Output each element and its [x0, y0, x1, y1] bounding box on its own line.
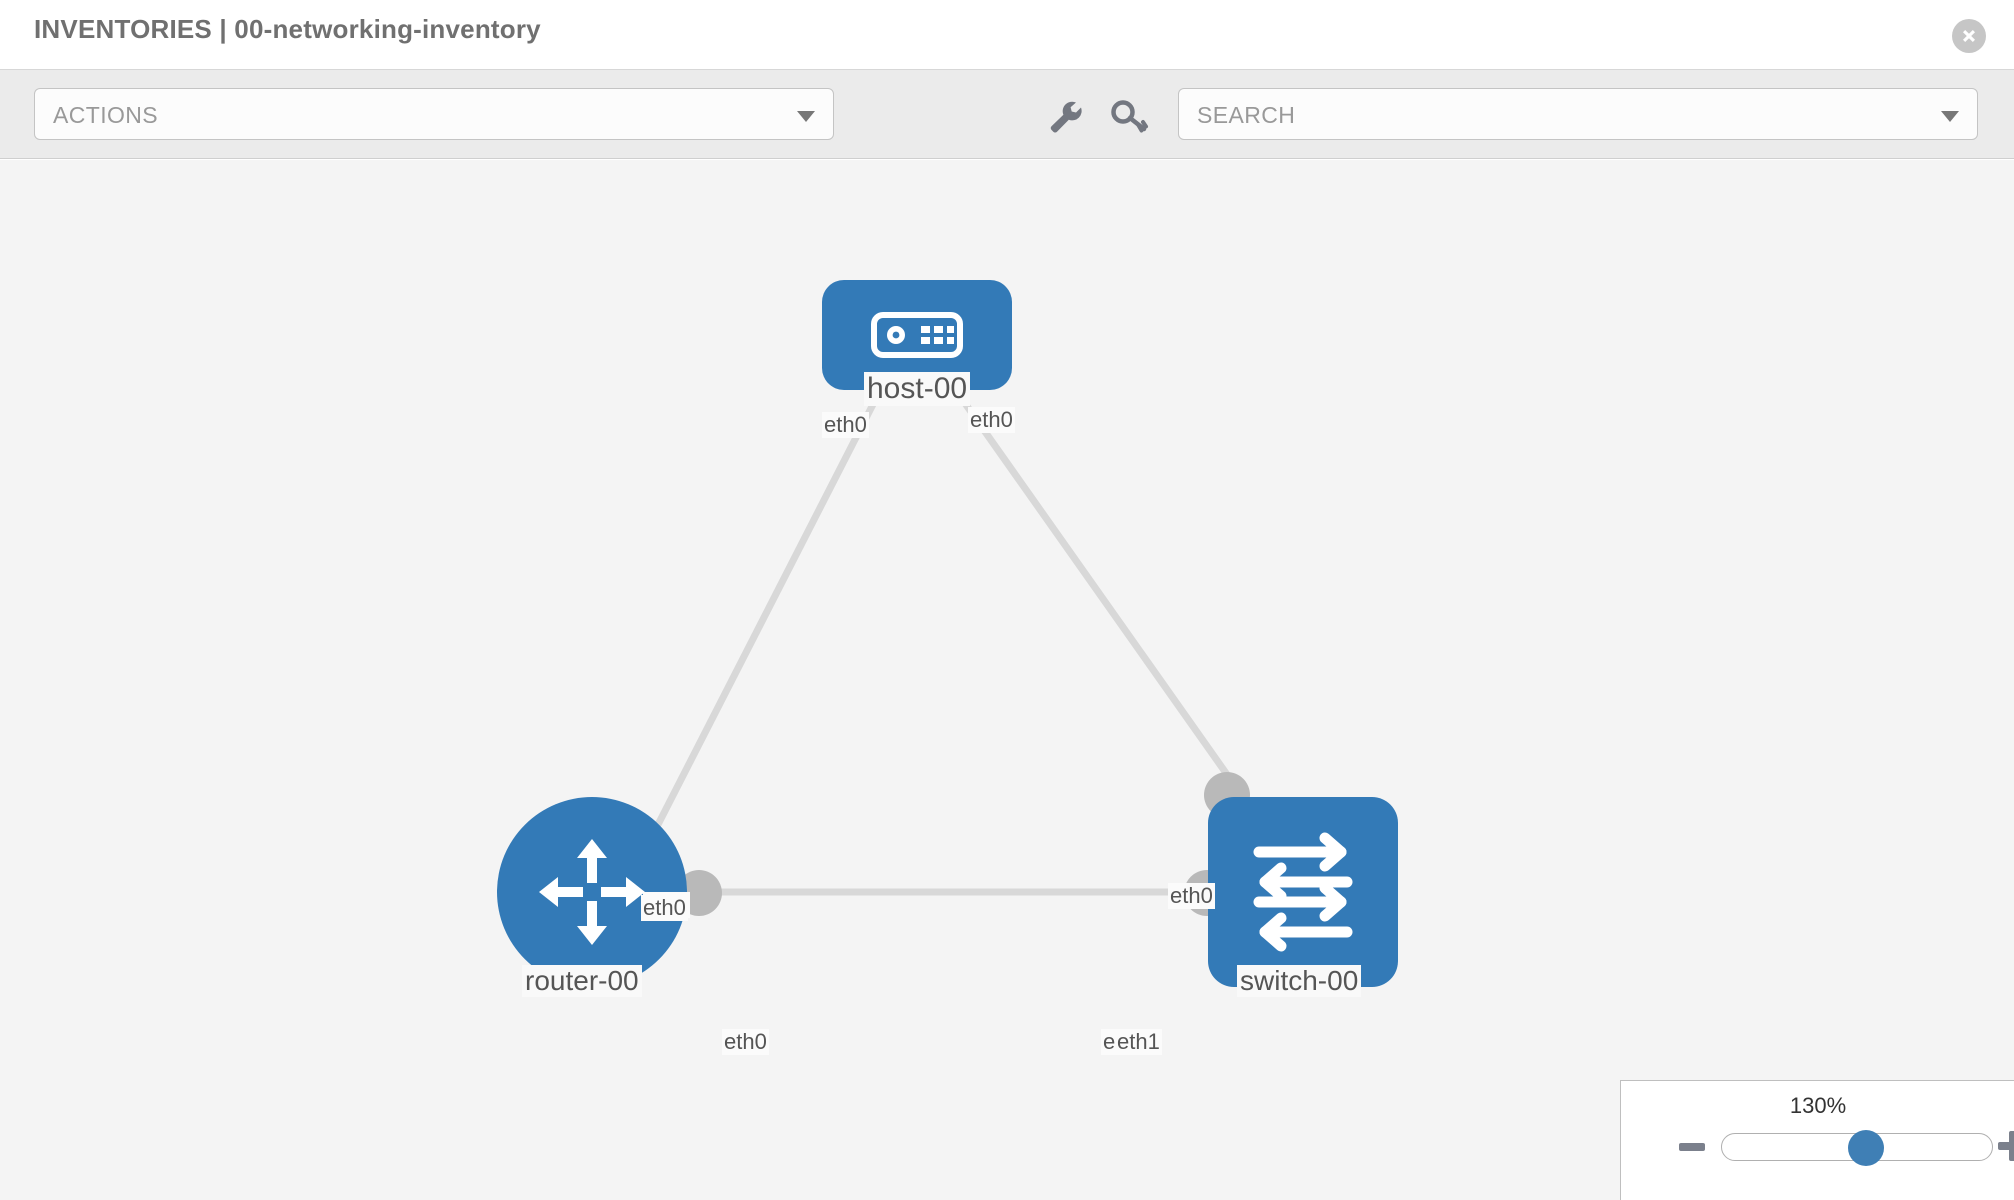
switch-arrows-icon — [1253, 832, 1353, 952]
iface-label-router-right-edge: eth0 — [722, 1029, 769, 1055]
search-placeholder: SEARCH — [1197, 102, 1296, 128]
zoom-in-button[interactable] — [1998, 1131, 2014, 1161]
zoom-slider-thumb[interactable] — [1848, 1130, 1884, 1166]
zoom-out-button[interactable] — [1679, 1143, 1705, 1151]
iface-label-switch-up: eth0 — [1168, 883, 1215, 909]
node-host-00-shape[interactable] — [822, 280, 1012, 390]
iface-label-host-right: eth0 — [968, 407, 1015, 433]
key-glyph — [1111, 100, 1148, 133]
iface-label-switch-left: eth1 — [1115, 1029, 1162, 1055]
toolbar: ACTIONS SEARCH — [0, 70, 2014, 159]
topology-edges — [641, 372, 1248, 896]
key-icon[interactable] — [1110, 98, 1150, 134]
page-title: INVENTORIES | 00-networking-inventory — [34, 14, 541, 44]
chevron-down-icon[interactable] — [1941, 111, 1959, 122]
server-icon — [871, 312, 963, 358]
wrench-glyph — [1050, 101, 1082, 133]
search-input[interactable]: SEARCH — [1178, 88, 1978, 140]
zoom-percent-label: 130% — [1789, 1093, 1847, 1118]
iface-label-router-up: eth0 — [641, 895, 688, 921]
close-icon[interactable] — [1952, 19, 1986, 53]
chevron-down-icon — [797, 111, 815, 122]
node-host-00-label: host-00 — [864, 372, 971, 406]
close-glyph — [1963, 30, 1975, 42]
edge-host-router[interactable] — [641, 373, 892, 852]
iface-label-host-left: eth0 — [822, 412, 869, 438]
node-switch-00-label: switch-00 — [1237, 965, 1362, 997]
actions-dropdown-label: ACTIONS — [53, 102, 159, 128]
title-bar: INVENTORIES | 00-networking-inventory — [0, 0, 2014, 70]
zoom-slider-track[interactable] — [1721, 1130, 1993, 1166]
node-switch-00-shape[interactable] — [1208, 797, 1398, 987]
node-router-00-label: router-00 — [522, 965, 642, 997]
edge-host-switch[interactable] — [942, 372, 1248, 803]
actions-dropdown[interactable]: ACTIONS — [34, 88, 834, 140]
wrench-icon[interactable] — [1045, 98, 1085, 134]
router-arrows-icon — [539, 839, 645, 945]
topology-canvas[interactable]: host-00 router-00 — [0, 160, 2014, 1200]
zoom-control-panel: 130% — [1620, 1080, 2014, 1200]
